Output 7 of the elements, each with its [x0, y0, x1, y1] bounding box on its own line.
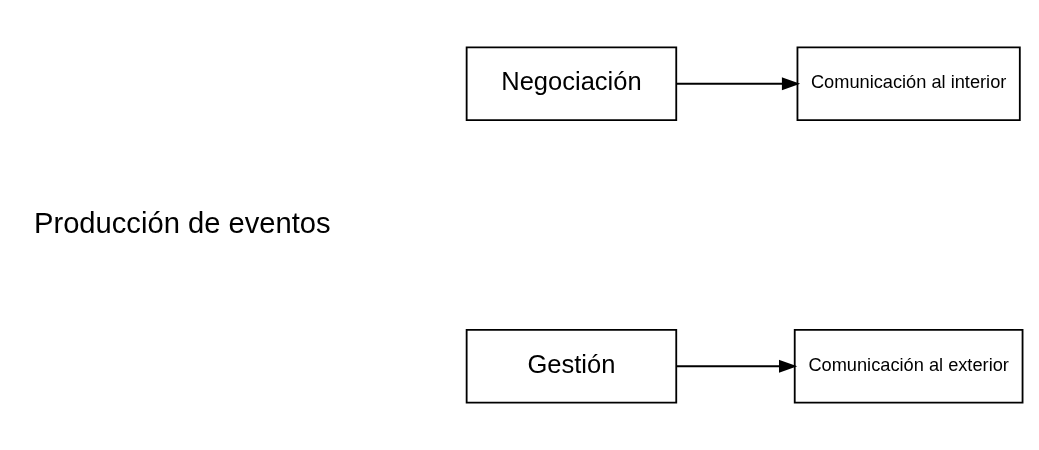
node-box: Gestión: [465, 328, 678, 404]
node-box: Negociación: [465, 46, 678, 122]
arrow: [676, 77, 801, 91]
arrow: [676, 359, 798, 373]
node-box: Comunicación al interior: [796, 46, 1021, 122]
label: Producción de eventos: [34, 206, 331, 239]
node-box: Comunicación al exterior: [793, 328, 1024, 404]
